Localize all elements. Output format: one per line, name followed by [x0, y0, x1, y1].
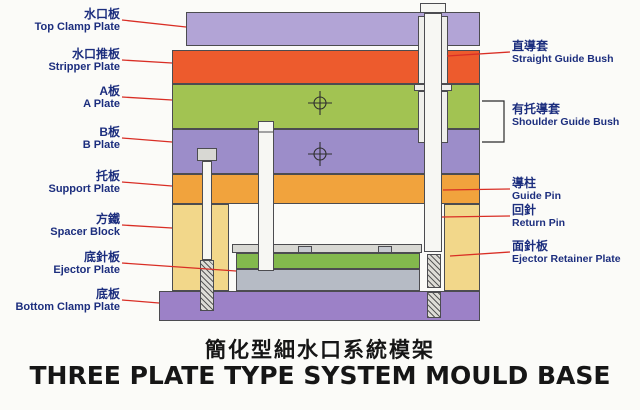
label-ejector-plate-zh: 底針板 — [83, 250, 120, 264]
label-support-plate-en: Support Plate — [48, 182, 120, 195]
bolt-shaft — [202, 161, 212, 260]
label-bottom-clamp-plate: 底板 Bottom Clamp Plate — [0, 288, 120, 313]
label-guide-pin-en: Guide Pin — [512, 189, 562, 202]
leader-a-plate — [121, 96, 173, 101]
leader-b-plate — [121, 137, 173, 143]
label-spacer-block: 方鐵 Spacer Block — [0, 213, 120, 238]
label-straight-guide-bush-zh: 直導套 — [512, 39, 549, 53]
label-support-plate: 托板 Support Plate — [0, 170, 120, 195]
guide-pin-body — [424, 13, 442, 252]
label-stripper-plate: 水口推板 Stripper Plate — [0, 48, 120, 73]
leader-top-clamp-plate — [121, 19, 187, 28]
label-a-plate-zh: A板 — [99, 84, 120, 98]
ejector-top-strip — [232, 244, 422, 253]
label-return-pin-zh: 回針 — [512, 203, 537, 217]
shoulder-bush-bracket — [482, 100, 505, 143]
label-shoulder-guide-bush-en: Shoulder Guide Bush — [512, 115, 620, 128]
plate-ejector-retainer — [236, 253, 420, 269]
leader-spacer-block — [121, 224, 173, 229]
label-ejector-plate: 底針板 Ejector Plate — [0, 251, 120, 276]
label-b-plate-en: B Plate — [82, 138, 120, 151]
label-bottom-clamp-plate-zh: 底板 — [95, 287, 120, 301]
label-top-clamp-plate: 水口板 Top Clamp Plate — [0, 8, 120, 33]
bolt-head — [197, 148, 217, 161]
label-shoulder-guide-bush-zh: 有托導套 — [512, 102, 561, 116]
label-shoulder-guide-bush: 有托導套 Shoulder Guide Bush — [512, 103, 639, 128]
label-return-pin: 回針 Return Pin — [512, 204, 639, 229]
leader-stripper-plate — [121, 59, 173, 64]
ejector-pin-head-left — [298, 246, 312, 253]
diagram-title-english: THREE PLATE TYPE SYSTEM MOULD BASE — [29, 361, 611, 390]
label-a-plate: A板 A Plate — [0, 85, 120, 110]
label-spacer-block-zh: 方鐵 — [95, 212, 120, 226]
ejector-pin-head-right — [378, 246, 392, 253]
label-ejector-retainer-plate-en: Ejector Retainer Plate — [512, 252, 621, 265]
label-guide-pin-zh: 導柱 — [512, 176, 537, 190]
label-spacer-block-en: Spacer Block — [50, 225, 120, 238]
label-ejector-plate-en: Ejector Plate — [53, 263, 120, 276]
label-return-pin-en: Return Pin — [512, 216, 566, 229]
diagram-title-chinese: 簡化型細水口系統模架 — [205, 339, 435, 362]
spacer-block-right — [444, 204, 480, 291]
plate-ejector — [236, 269, 420, 291]
guide-pin-head — [420, 3, 446, 13]
leader-bottom-clamp-plate — [121, 299, 160, 304]
label-ejector-retainer-plate: 面針板 Ejector Retainer Plate — [512, 240, 639, 265]
label-support-plate-zh: 托板 — [95, 169, 120, 183]
label-straight-guide-bush-en: Straight Guide Bush — [512, 52, 614, 65]
label-b-plate-zh: B板 — [99, 125, 120, 139]
label-a-plate-en: A Plate — [83, 97, 120, 110]
label-ejector-retainer-plate-zh: 面針板 — [512, 239, 549, 253]
label-top-clamp-plate-en: Top Clamp Plate — [34, 20, 120, 33]
label-bottom-clamp-plate-en: Bottom Clamp Plate — [15, 300, 120, 313]
label-stripper-plate-en: Stripper Plate — [48, 60, 120, 73]
return-pin-thread-lower — [427, 292, 441, 318]
leader-support-plate — [121, 181, 173, 187]
return-pin-thread-upper — [427, 254, 441, 288]
bolt-threaded-end — [200, 260, 214, 311]
label-guide-pin: 導柱 Guide Pin — [512, 177, 639, 202]
label-top-clamp-plate-zh: 水口板 — [83, 7, 120, 21]
label-straight-guide-bush: 直導套 Straight Guide Bush — [512, 40, 639, 65]
center-guide-pin — [258, 121, 274, 271]
label-b-plate: B板 B Plate — [0, 126, 120, 151]
label-stripper-plate-zh: 水口推板 — [71, 47, 120, 61]
